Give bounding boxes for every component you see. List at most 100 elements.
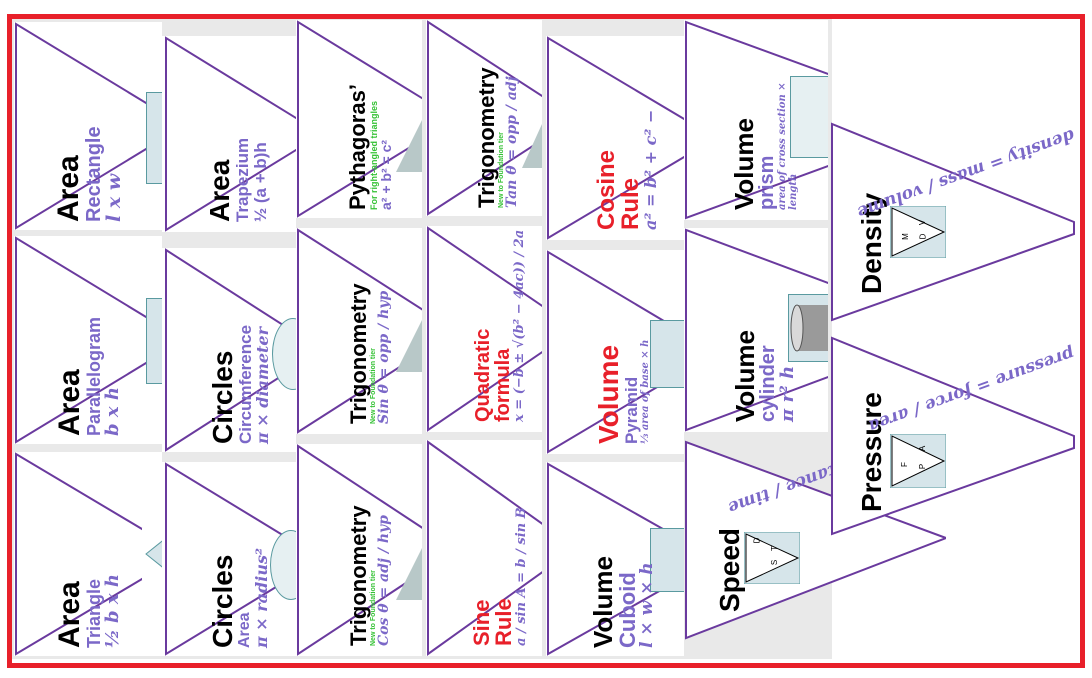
card-formula: b x h (102, 387, 123, 436)
card-trig-sin: Trigonometry New to Foundation tier Sin … (296, 228, 422, 434)
card-formula: a² + b² = c² (377, 139, 394, 210)
card-trig-tan: Trigonometry New to Foundation tier Tan … (426, 20, 542, 216)
card-subtitle: prism (756, 155, 778, 210)
card-sine-rule: Sine Rule a / sin A = b / sin B (426, 440, 542, 656)
card-volume-prism: Volume prism area of cross section × len… (684, 20, 828, 220)
card-volume-pyramid: Volume Pyramid ⅓ area of base × h (546, 250, 684, 454)
tri-top: F (899, 462, 909, 467)
card-subtitle: Cuboid (614, 572, 640, 648)
card-volume-cuboid: Volume Cuboid l × w × h (546, 462, 684, 656)
cylinder-diagram (788, 294, 828, 362)
card-title: Volume (729, 118, 759, 210)
card-title: Volume (587, 556, 618, 648)
card-formula: π r² h (777, 365, 799, 422)
triangle-shape (297, 20, 422, 218)
triangle-shape (685, 228, 828, 432)
card-title: Area (51, 155, 85, 222)
tri-left: D (918, 233, 928, 240)
triangle-shape (685, 440, 946, 640)
tri-right: T (769, 546, 779, 551)
prism-diagram (790, 76, 828, 158)
card-title: Trigonometry (346, 505, 372, 646)
triangle-shape (297, 444, 422, 656)
cuboid-diagram (650, 528, 684, 592)
rectangle-diagram (146, 92, 162, 184)
tri-right: A (918, 445, 928, 452)
right-triangle-diagram (396, 120, 422, 172)
triangle-shape (15, 236, 162, 444)
triangle-shape (831, 122, 1075, 322)
card-title: Trigonometry (474, 67, 500, 208)
card-title: Sine Rule (469, 598, 517, 646)
card-title: Cosine Rule (592, 149, 644, 230)
formula-triangle (890, 434, 946, 488)
tri-top: D (752, 537, 762, 544)
tri-right: V (918, 219, 928, 226)
triangle-shape (427, 226, 542, 432)
card-title: Volume (730, 330, 761, 422)
card-subtitle: Circumference (235, 324, 255, 444)
tri-left: S (770, 559, 780, 566)
right-triangle-diagram (522, 124, 542, 168)
card-circles-circumference: Circles Circumference π × diameter (162, 248, 296, 452)
card-pressure: Pressure F P A pressure = force / area (830, 336, 1076, 536)
card-title: Volume (592, 344, 624, 444)
card-formula: Tan θ = opp / adj (504, 76, 521, 208)
parallelogram-diagram (146, 298, 162, 384)
formula-triangle (890, 206, 946, 258)
card-title: Circles (207, 554, 239, 648)
triangle-shape (685, 20, 828, 220)
card-title: Area (204, 159, 236, 222)
triangle-shape (165, 36, 296, 232)
card-title: Area (53, 369, 87, 436)
card-formula: x = (−b ± √(b² − 4ac)) / 2a (512, 229, 528, 422)
card-area-rectangle: Area Rectangle l x w (14, 22, 162, 230)
card-quadratic-formula: Quadratic formula x = (−b ± √(b² − 4ac))… (426, 226, 542, 432)
card-density: Density M D V density = mass / volume (830, 122, 1076, 322)
card-area-parallelogram: Area Parallelogram b x h (14, 236, 162, 444)
triangle-shape (547, 462, 684, 656)
card-title: Area (53, 581, 87, 648)
triangle-shape (165, 462, 296, 656)
card-formula: ½ b x h (102, 574, 123, 648)
triangle-shape (427, 20, 542, 216)
formula-triangle (744, 532, 800, 584)
triangle-shape (547, 250, 684, 454)
card-title: Trigonometry (346, 283, 372, 424)
card-trig-cos: Trigonometry New to Foundation tier Cos … (296, 444, 422, 656)
card-formula: π × diameter (252, 327, 272, 444)
card-formula: a / sin A = b / sin B (514, 507, 530, 646)
triangle-shape (15, 452, 162, 656)
card-formula: π × radius² (252, 548, 271, 648)
triangle-diagram (142, 528, 162, 580)
triangle-shape (165, 248, 296, 452)
card-formula: a² = b² + c² − (640, 109, 660, 230)
card-subtitle: Pyramid (621, 376, 641, 444)
tri-left: P (918, 463, 928, 470)
card-subtitle: cylinder (757, 345, 780, 422)
tri-top: M (900, 233, 910, 240)
card-cosine-rule: Cosine Rule a² = b² + c² − (546, 36, 684, 240)
card-title: Circles (206, 350, 238, 444)
triangle-shape (547, 36, 684, 240)
card-formula: ⅓ area of base × h (639, 339, 651, 444)
card-formula: Cos θ = adj / hyp (376, 515, 393, 646)
card-formula: area of cross section × length (777, 82, 799, 210)
card-formula: ½ (a + b)h (251, 142, 270, 222)
card-formula: Sin θ = opp / hyp (376, 290, 393, 424)
triangle-shape (297, 228, 422, 434)
card-formula: l x w (102, 173, 125, 222)
card-title: Pythagoras’ (344, 84, 370, 210)
card-circles-area: Circles Area π × radius² (162, 462, 296, 656)
card-speed: Speed D S T speed = distance / time (684, 440, 946, 640)
card-area-trapezium: Area Trapezium ½ (a + b)h (162, 36, 296, 232)
card-subtitle: Rectangle (82, 126, 105, 222)
right-triangle-diagram (396, 548, 422, 600)
card-area-triangle: Area Triangle ½ b x h (14, 452, 162, 656)
pyramid-diagram (650, 320, 684, 388)
card-title: Speed (714, 527, 745, 612)
card-formula: l × w × h (636, 562, 657, 648)
triangle-shape (427, 440, 542, 656)
card-subtitle: Trapezium (233, 137, 253, 222)
